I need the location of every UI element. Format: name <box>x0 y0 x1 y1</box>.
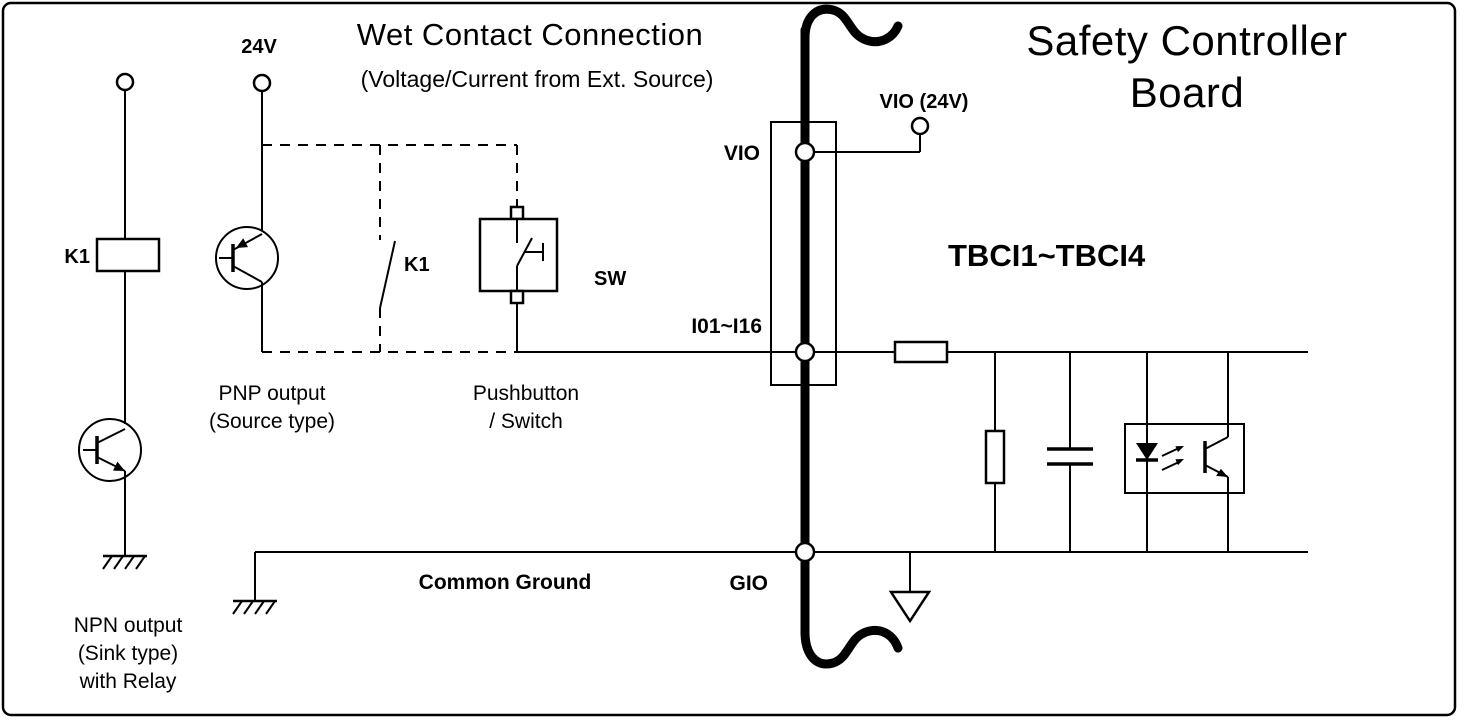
light-arrowhead <box>1175 459 1184 466</box>
shunt-resistor <box>984 429 1006 485</box>
diagram-titles: Wet Contact Connection (Voltage/Current … <box>357 17 1347 116</box>
light-arrows <box>1161 446 1184 471</box>
relay-label: K1 <box>64 246 90 268</box>
capacitor <box>1047 352 1093 552</box>
series-resistor <box>893 340 949 364</box>
contact-label: K1 <box>404 254 430 276</box>
vio-label: VIO <box>724 142 760 165</box>
relay-coil-k1 <box>95 237 161 273</box>
switch-blade <box>516 237 533 267</box>
pushbutton-pad-bottom <box>509 289 525 305</box>
npn-caption-line2: (Sink type) <box>78 642 178 665</box>
pushbutton: SW Pushbutton / Switch <box>473 205 626 433</box>
transistor-collector <box>1204 436 1229 450</box>
phototransistor <box>1203 352 1229 552</box>
alternative-links <box>262 144 518 353</box>
ground-symbol-common <box>232 599 277 615</box>
transistor-body <box>78 418 142 482</box>
pushbutton-caption-line1: Pushbutton <box>473 382 579 405</box>
ground-hatch <box>135 555 146 570</box>
common-ground-label: Common Ground <box>419 571 592 594</box>
npn-transistor <box>78 418 142 482</box>
switch-blade <box>379 240 396 309</box>
ground-hatch <box>243 600 254 615</box>
board-title-line1: Safety Controller <box>1026 17 1347 64</box>
ground-triangle <box>888 590 932 624</box>
terminal-vio <box>794 141 816 163</box>
ground-hatch <box>124 555 135 570</box>
emitter-arrow <box>113 461 125 471</box>
emitter-arrow <box>1216 468 1228 477</box>
subtitle: (Voltage/Current from Ext. Source) <box>361 66 714 92</box>
pnp-caption-line2: (Source type) <box>209 410 335 433</box>
optocoupler-box <box>1124 423 1245 494</box>
ground-hatch <box>265 600 276 615</box>
main-wires: Common Ground <box>232 351 1308 615</box>
transistor-collector <box>96 428 126 444</box>
pnp-transistor <box>215 226 279 290</box>
emitter-arrow <box>236 238 248 248</box>
optocoupler <box>1124 352 1245 552</box>
terminal-block: VIO I01~I16 GIO TBCI1~TBCI4 <box>691 4 1146 669</box>
tbci-label: TBCI1~TBCI4 <box>948 238 1146 273</box>
bus-break-top <box>800 4 903 47</box>
vio-24v-label: VIO (24V) <box>880 91 969 113</box>
led-triangle <box>1136 443 1158 460</box>
ground-symbol-left <box>102 554 147 570</box>
pushbutton-pad-top <box>509 205 525 221</box>
ground-hatch <box>102 555 113 570</box>
ground-hatch <box>254 600 265 615</box>
main-title: Wet Contact Connection <box>357 17 703 52</box>
transistor-collector <box>232 265 263 283</box>
pushbutton-caption-line2: / Switch <box>489 410 563 433</box>
pnp-branch: 24V PNP output (Source type) <box>209 36 335 433</box>
npn-caption-line1: NPN output <box>74 614 183 637</box>
light-arrow <box>1161 461 1180 471</box>
open-terminal-vio <box>910 116 930 136</box>
bus-break-bottom <box>800 625 903 669</box>
pushbutton-box <box>478 217 559 293</box>
ground-hatch <box>113 555 124 570</box>
gio-label: GIO <box>729 572 768 595</box>
ground-hatch <box>232 600 243 615</box>
open-terminal-left <box>115 72 135 92</box>
chassis-ground <box>888 552 932 624</box>
npn-caption-line3: with Relay <box>79 670 177 693</box>
light-arrowhead <box>1175 446 1184 453</box>
supply-label: 24V <box>241 36 277 58</box>
vio-wire: VIO (24V) <box>805 91 969 153</box>
light-arrow <box>1161 447 1180 457</box>
pnp-caption-line1: PNP output <box>218 382 325 405</box>
switch-label: SW <box>594 268 626 290</box>
open-terminal-24v <box>252 73 272 93</box>
inputs-label: I01~I16 <box>691 315 762 338</box>
terminal-input <box>794 341 816 363</box>
npn-relay-branch: K1 NPN output (Sink type) with Relay <box>64 72 183 693</box>
board-title-line2: Board <box>1130 69 1245 116</box>
k1-contact: K1 <box>379 240 430 309</box>
transistor-body <box>215 226 279 290</box>
terminal-gio <box>794 541 816 563</box>
input-network <box>893 340 1093 552</box>
